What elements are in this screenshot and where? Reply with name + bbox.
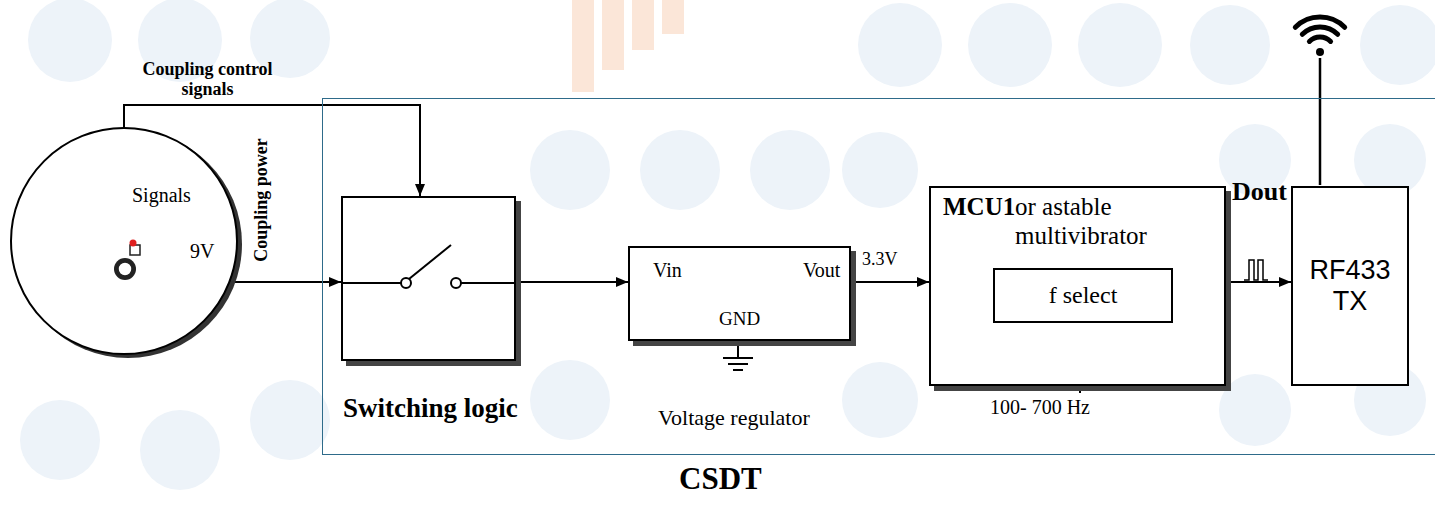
mcu-box: f select MCU1or astable multivibrator <box>929 186 1226 386</box>
block-title: MCU1 <box>943 193 1015 222</box>
signal-label: Dout <box>1232 178 1287 207</box>
boundary-title: CSDT <box>679 461 762 497</box>
antenna-line <box>1319 58 1322 185</box>
pin-name: Vout <box>803 259 840 282</box>
pin-name: Vin <box>653 259 682 282</box>
connector-arrow <box>1226 281 1291 283</box>
circle-label: Signals <box>132 184 191 207</box>
block-title: RF433 TX <box>1300 255 1400 317</box>
switch-symbol <box>343 198 518 363</box>
connector-arrow <box>230 281 341 283</box>
ground-symbol <box>723 340 753 370</box>
block-title: or astable multivibrator <box>1015 193 1185 251</box>
voltage-label: 3.3V <box>862 250 898 270</box>
signal-label: Coupling control signals <box>140 60 275 100</box>
pulse-train-symbol <box>1244 260 1268 280</box>
switching-logic-box: Switching logic <box>341 196 516 361</box>
wifi-icon <box>1295 17 1344 56</box>
csdt-boundary: Switching logic VinGND VoutVoltage regulat… <box>322 98 1435 455</box>
connector-arrow <box>851 281 929 283</box>
voltage-label: 9V <box>190 240 214 263</box>
block-caption: Switching logic <box>343 393 518 424</box>
signal-label: Coupling power <box>252 136 272 264</box>
connector-arrow <box>516 281 628 283</box>
voltage-regulator-box: VinGNDVoutVoltage regulator <box>628 246 851 341</box>
frequency-select-box: f select <box>993 268 1173 323</box>
rf-transmitter-box: RF433 TX <box>1291 186 1409 386</box>
watermark-logo <box>572 0 684 92</box>
pin-name: GND <box>719 308 760 330</box>
block-title: f select <box>1049 282 1118 310</box>
signal-source-circle: Signals 9V <box>10 127 238 355</box>
block-caption: Voltage regulator <box>658 405 810 430</box>
frequency-range-label: 100- 700 Hz <box>990 396 1090 419</box>
